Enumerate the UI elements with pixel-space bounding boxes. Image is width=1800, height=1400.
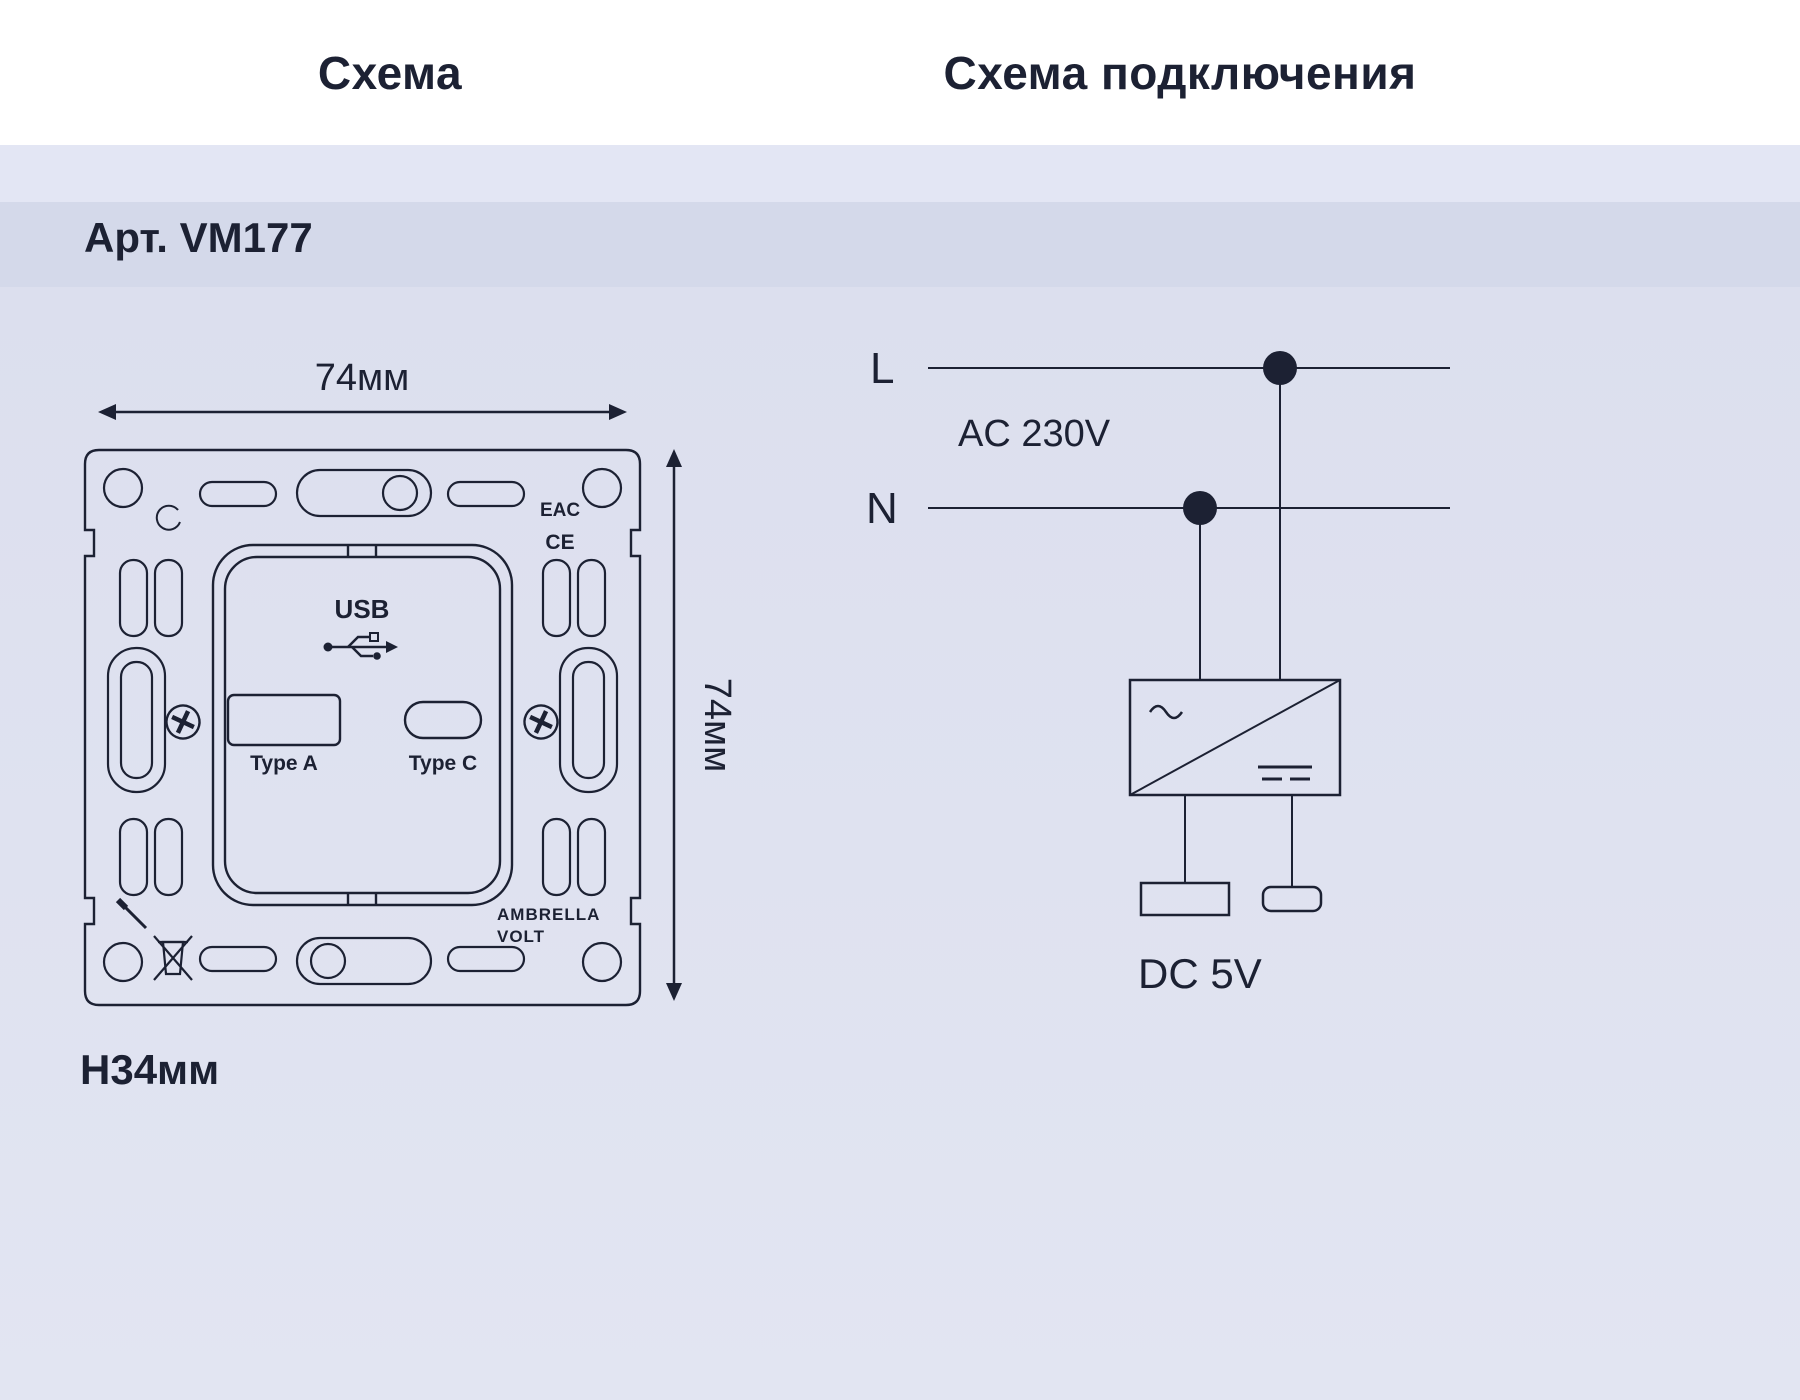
top-claw-slots [198, 468, 526, 518]
type-a-label: Type A [250, 752, 318, 775]
screwdriver-icon [115, 897, 148, 930]
keyhole-slot-right [558, 646, 619, 794]
arrowhead-left [98, 404, 116, 420]
gap-band [0, 145, 1800, 202]
arrowhead-right [609, 404, 627, 420]
width-dimension: 74мм [98, 357, 627, 420]
screw-left [165, 704, 201, 740]
header-band [0, 0, 1800, 145]
left-column-title: Схема [317, 47, 463, 99]
main-background [0, 287, 1800, 1400]
width-dim-label: 74мм [315, 357, 410, 399]
mechanism-drawing: 74мм 74мм [83, 357, 738, 1007]
usb-icon [323, 632, 398, 660]
usb-a-connector [1139, 881, 1231, 917]
article-number: Арт. VM177 [84, 214, 313, 261]
usb-label: USB [335, 594, 390, 624]
corner-screw-hole [581, 467, 623, 509]
keyhole-slot-left [106, 646, 167, 794]
bottom-claw-slots [198, 936, 526, 986]
height-dimension: 74мм [666, 449, 738, 1001]
arrowhead-down [666, 983, 682, 1001]
corner-screw-hole [581, 941, 623, 983]
brand-line2: VOLT [497, 927, 545, 946]
right-column-title: Схема подключения [943, 47, 1417, 99]
output-voltage-label: DC 5V [1138, 950, 1262, 997]
live-label: L [870, 344, 894, 393]
type-a-port [226, 693, 342, 747]
corner-screw-hole [102, 467, 144, 509]
eac-mark: EAC [540, 500, 580, 521]
no-trash-icon [153, 935, 193, 981]
screw-right [523, 704, 559, 740]
mount-height-label: Н34мм [80, 1046, 220, 1093]
ac-symbol [1148, 704, 1184, 720]
side-slots [118, 558, 607, 897]
type-c-port [403, 700, 483, 740]
corner-screw-hole [102, 941, 144, 983]
article-band [0, 202, 1800, 287]
ac-dc-divider [1129, 679, 1341, 796]
plate-outline [83, 448, 642, 1007]
wiring-diagram: L AC 230V N DC 5V [866, 344, 1450, 997]
live-line: L [870, 344, 1450, 393]
power-supply-box [1128, 678, 1342, 797]
usb-c-connector [1261, 885, 1323, 913]
neutral-label: N [866, 484, 898, 533]
clip-mark [155, 504, 181, 531]
neutral-line: N [866, 484, 1450, 533]
arrowhead-up [666, 449, 682, 467]
module-frame [211, 543, 514, 907]
dc-symbol [1258, 765, 1312, 781]
height-dim-label: 74мм [696, 678, 738, 773]
ce-mark: CE [545, 531, 574, 554]
type-c-label: Type C [409, 752, 477, 775]
input-voltage-label: AC 230V [958, 413, 1111, 455]
brand-line1: AMBRELLA [497, 905, 600, 924]
